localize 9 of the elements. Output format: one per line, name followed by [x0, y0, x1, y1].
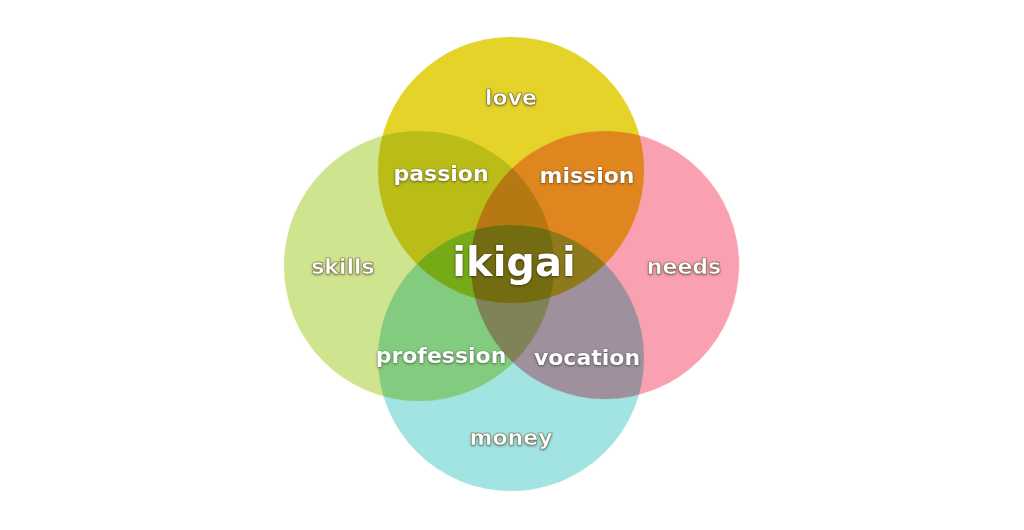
circle-label: love: [485, 84, 537, 110]
overlap-label: vocation: [533, 344, 641, 370]
center-label: ikigai: [452, 239, 576, 285]
circle-label: money: [469, 424, 553, 450]
overlap-label: passion: [393, 160, 489, 186]
circle-label: needs: [646, 253, 722, 279]
overlap-label: profession: [375, 342, 507, 368]
circle-label: skills: [311, 253, 375, 279]
overlap-label: mission: [539, 162, 635, 188]
